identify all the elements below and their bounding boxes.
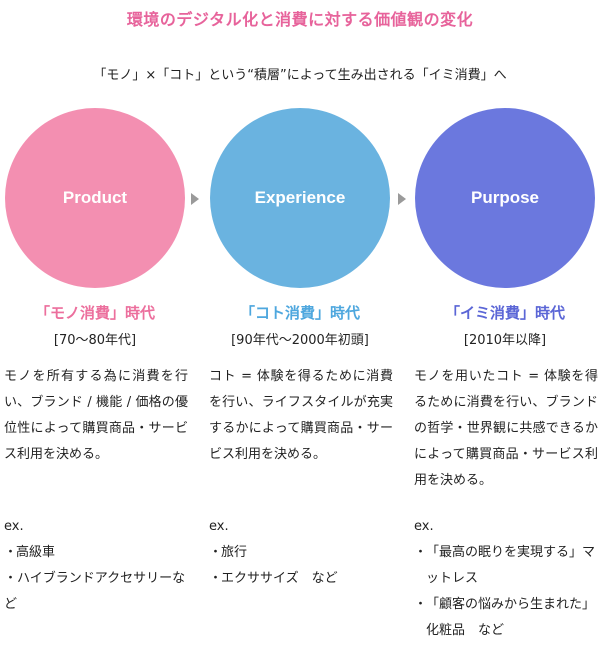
purpose-era-title: 「イミ消費」時代 [444,304,565,322]
example-text: 高級車 [16,545,56,560]
page-subtitle: 「モノ」×「コト」という“積層”によって生み出される「イミ消費」へ [93,68,507,83]
column-experience: Experience 「コト消費」時代 [90年代〜2000年初頭] コト = … [205,108,395,468]
arrow-right-icon [398,193,406,205]
examples-label: ex. [209,519,229,534]
list-item: ・高級車 [4,540,194,566]
list-item: ・ハイブランドアクセサリーなど [4,566,194,618]
purpose-examples: ex. ・「最高の眠りを実現する」マットレス ・「顧客の悩みから生まれた」化粧品… [414,514,600,644]
product-examples: ex. ・高級車 ・ハイブランドアクセサリーなど [4,514,194,618]
bullet-icon: ・ [209,571,223,586]
arrow-right-icon [191,193,199,205]
product-description: モノを所有する為に消費を行い、ブランド / 機能 / 価格の優位性によって購買商… [4,369,188,462]
product-circle: Product [5,108,185,288]
page-title: 環境のデジタル化と消費に対する価値観の変化 [126,10,474,29]
bullet-icon: ・ [209,545,223,560]
purpose-circle-label: Purpose [470,188,540,207]
list-item: ・「顧客の悩みから生まれた」化粧品 など [414,592,600,644]
experience-description: コト = 体験を得るために消費を行い、ライフスタイルが充実するかによって購買商品… [209,369,393,462]
example-text: 「最高の眠りを実現する」マットレス [426,545,596,586]
column-product: Product 「モノ消費」時代 [70〜80年代] モノを所有する為に消費を行… [0,108,190,468]
examples-label: ex. [4,519,24,534]
list-item: ・エクササイズ など [209,566,399,592]
bullet-icon: ・ [4,545,18,560]
examples-label: ex. [414,519,434,534]
product-circle-label: Product [62,188,128,207]
bullet-icon: ・ [414,545,428,560]
list-item: ・「最高の眠りを実現する」マットレス [414,540,600,592]
bullet-icon: ・ [414,597,428,612]
example-text: エクササイズ など [221,571,338,586]
purpose-description: モノを用いたコト = 体験を得るために消費を行い、ブランドの哲学・世界観に共感で… [414,369,598,488]
example-text: 「顧客の悩みから生まれた」化粧品 など [426,597,596,638]
product-era-range: [70〜80年代] [53,333,137,348]
product-era-title: 「モノ消費」時代 [34,304,155,322]
experience-era-range: [90年代〜2000年初頭] [231,333,369,348]
experience-circle-label: Experience [254,188,346,207]
column-purpose: Purpose 「イミ消費」時代 [2010年以降] モノを用いたコト = 体験… [410,108,600,494]
purpose-circle: Purpose [415,108,595,288]
experience-examples: ex. ・旅行 ・エクササイズ など [209,514,399,592]
list-item: ・旅行 [209,540,399,566]
purpose-era-range: [2010年以降] [463,333,547,348]
experience-circle: Experience [210,108,390,288]
experience-era-title: 「コト消費」時代 [239,304,360,322]
bullet-icon: ・ [4,571,18,586]
example-text: ハイブランドアクセサリーなど [4,571,186,612]
example-text: 旅行 [221,545,248,560]
